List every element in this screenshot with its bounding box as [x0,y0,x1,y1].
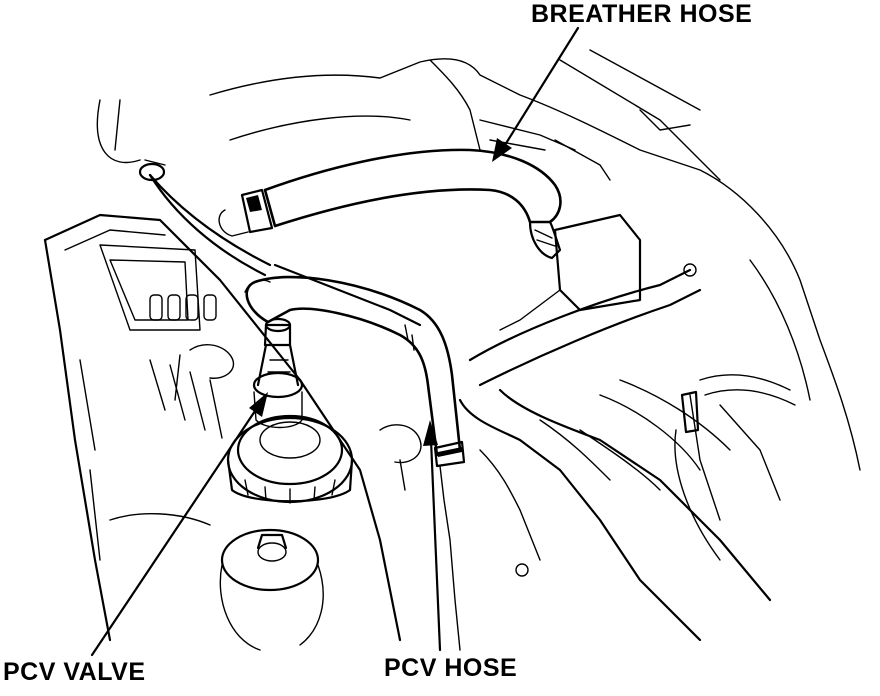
breather-hose-part [218,148,562,260]
intake-assembly [379,213,781,642]
pcv-valve-label: PCV VALVE [3,658,146,686]
valve-cover [43,213,402,642]
pcv-valve-part [252,317,304,429]
spark-plug-boot [219,528,324,651]
oil-filler-cap [226,414,354,504]
ignition-wire [138,159,422,327]
breather-hose-label: BREATHER HOSE [531,0,753,28]
engine-bay-background [96,49,861,471]
pcv-hose-label: PCV HOSE [384,654,518,682]
pcv-hose-part [244,275,466,651]
callout-leaders [90,26,580,657]
